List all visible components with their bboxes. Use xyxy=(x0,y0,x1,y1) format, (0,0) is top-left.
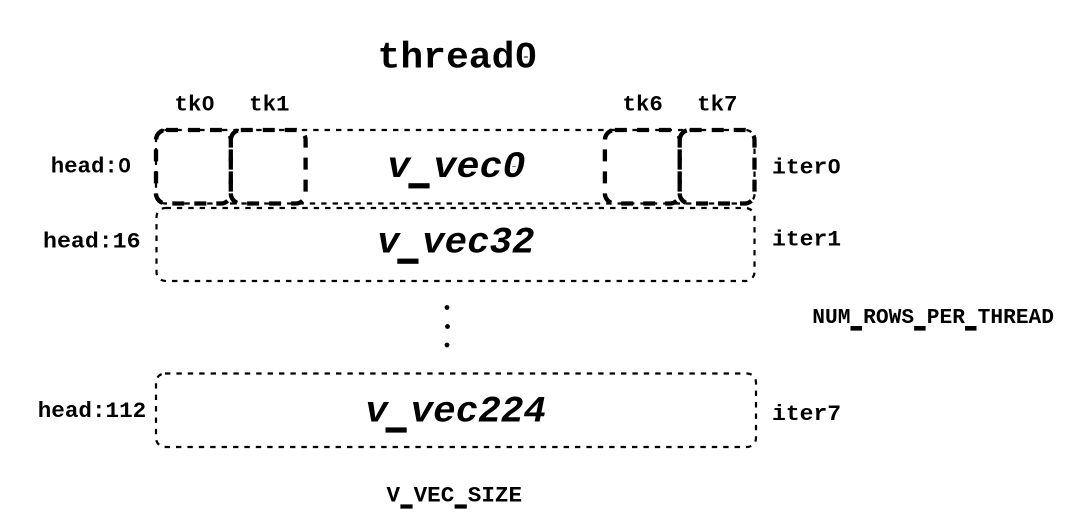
svg-text:thread0: thread0 xyxy=(378,37,538,78)
svg-text:head:16: head:16 xyxy=(43,229,141,255)
svg-text:tk7: tk7 xyxy=(697,92,737,118)
svg-text:v vec0: v vec0 xyxy=(387,147,525,188)
svg-text:V VEC SIZE: V VEC SIZE xyxy=(387,483,523,509)
svg-text:head:112: head:112 xyxy=(38,398,147,424)
svg-text:tk6: tk6 xyxy=(623,92,663,118)
svg-text:iter0: iter0 xyxy=(772,154,841,180)
svg-text:tk1: tk1 xyxy=(249,92,289,118)
svg-text:v vec32: v vec32 xyxy=(377,223,534,264)
svg-text:NUM ROWS PER THREAD: NUM ROWS PER THREAD xyxy=(812,306,1054,330)
svg-text:head:0: head:0 xyxy=(51,154,132,180)
svg-text:iter7: iter7 xyxy=(772,401,841,427)
svg-text:v vec224: v vec224 xyxy=(365,391,546,432)
svg-text:iter1: iter1 xyxy=(772,226,841,252)
